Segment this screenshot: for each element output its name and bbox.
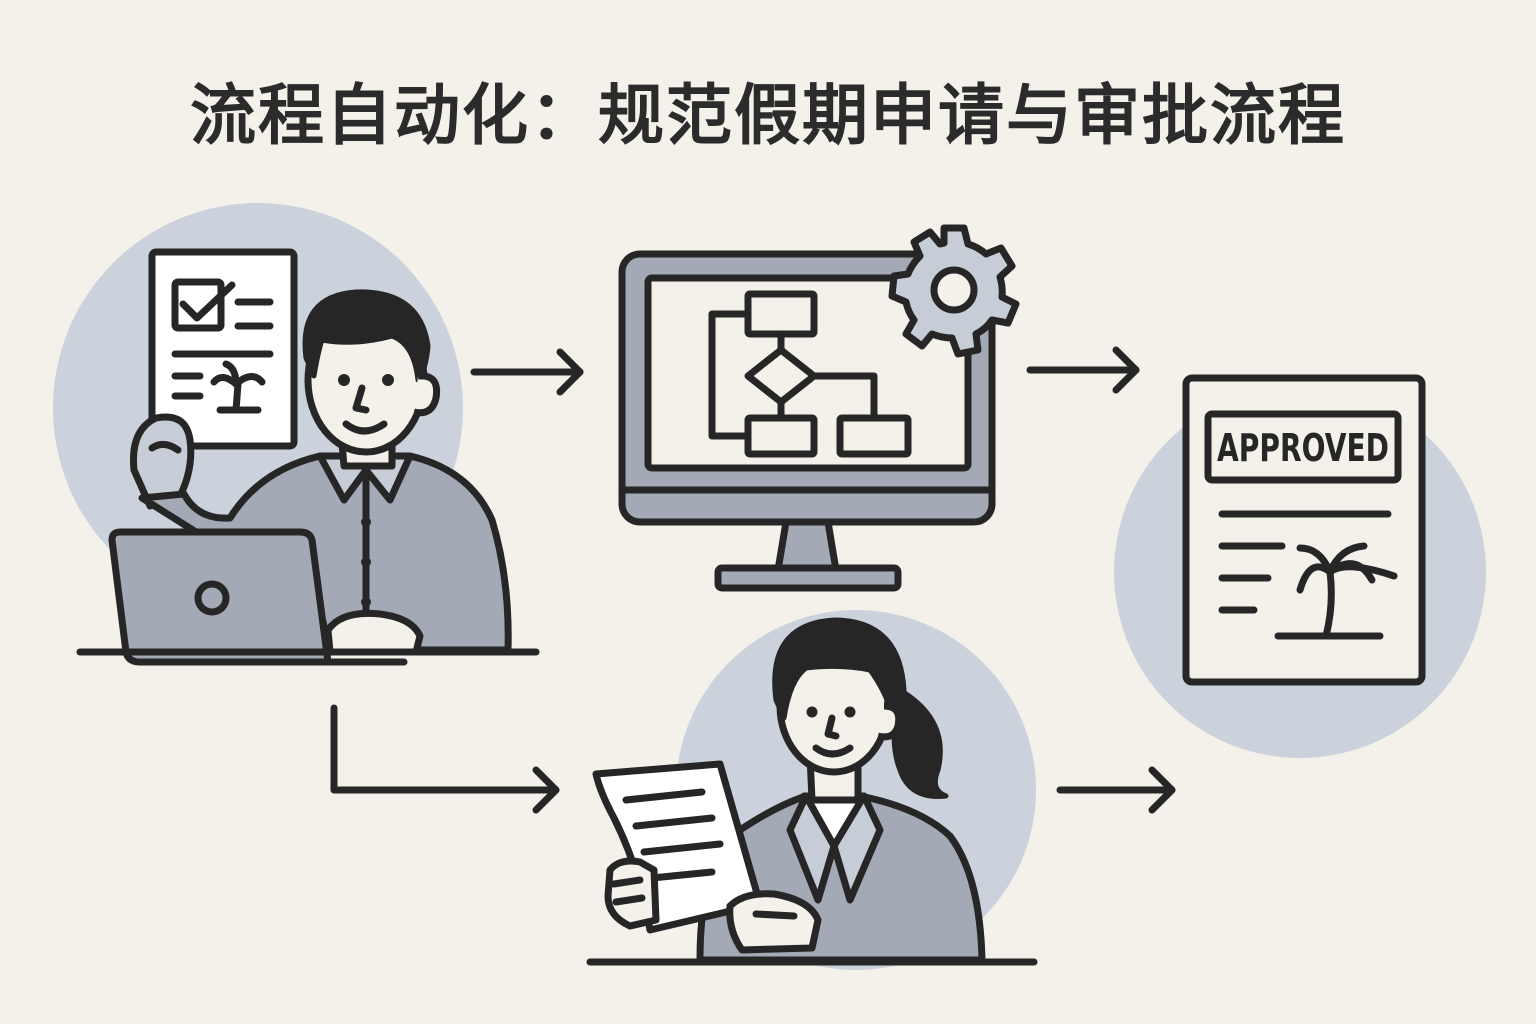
gear-icon [888, 224, 1020, 358]
arrow-right-icon [1056, 766, 1176, 814]
approved-stamp-text: APPROVED [1217, 426, 1389, 470]
employee-shirt [138, 452, 512, 654]
employee-request-step [53, 203, 540, 666]
manager-hair [772, 617, 907, 739]
arrow-right-icon [470, 348, 584, 396]
approved-stamp: APPROVED [1204, 410, 1402, 484]
palm-tree-icon [210, 360, 266, 414]
palm-tree-icon [1274, 542, 1398, 640]
flowchart-icon [708, 290, 912, 458]
laptop-icon [108, 528, 408, 666]
page-title: 流程自动化：规范假期申请与审批流程 [190, 77, 1346, 154]
raised-hand [129, 413, 195, 510]
automation-system-step [618, 224, 1020, 592]
leave-request-form [148, 248, 298, 450]
left-hand [604, 857, 660, 930]
approved-step: APPROVED [1114, 374, 1486, 758]
manager-ponytail [891, 687, 949, 799]
arrow-right-icon [1026, 346, 1140, 394]
approved-document [1182, 374, 1426, 686]
typing-hand [324, 609, 424, 656]
right-hand [726, 890, 822, 954]
checkbox-icon [171, 278, 236, 332]
manager-review-step [586, 610, 1038, 970]
arrow-down-right-icon [330, 704, 560, 814]
